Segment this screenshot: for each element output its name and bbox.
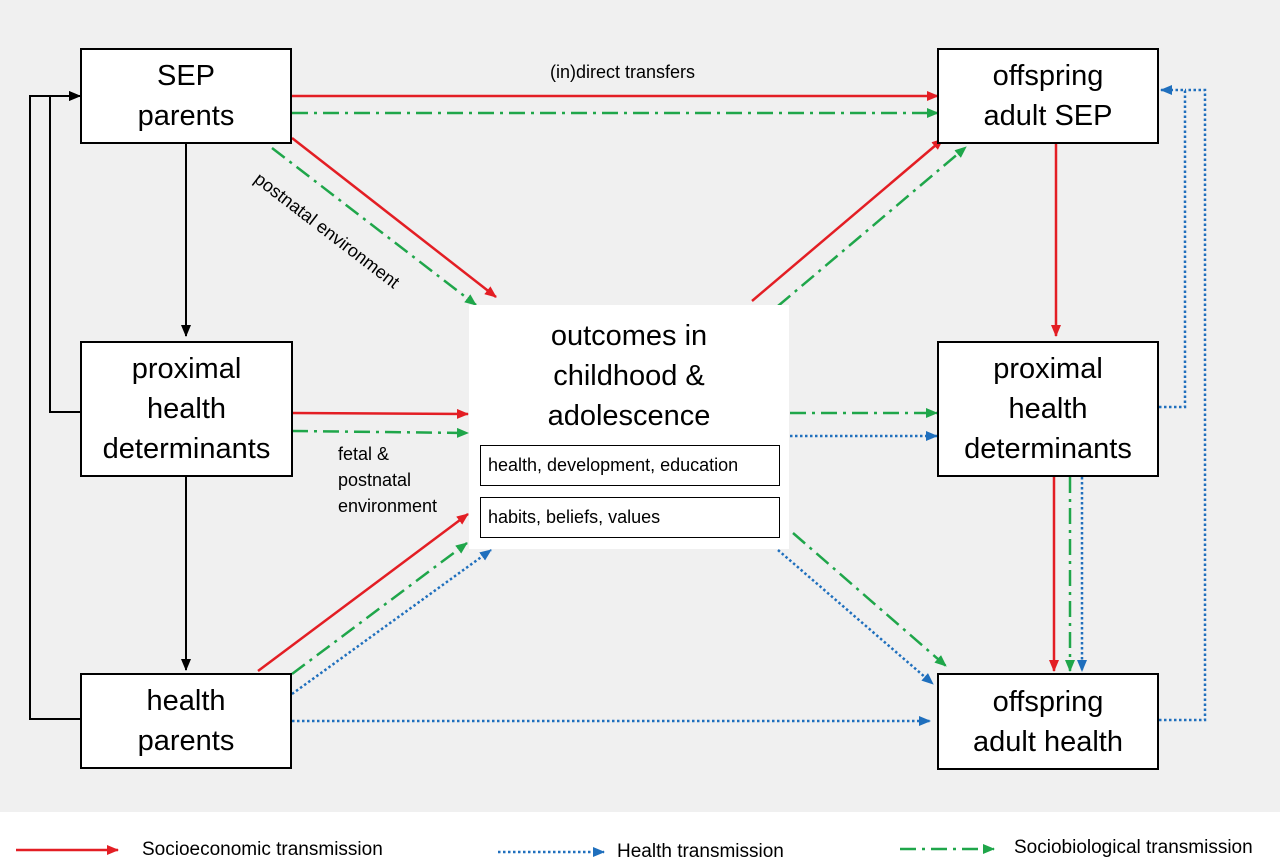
title-line: outcomes in <box>550 320 708 352</box>
arrow-health-feedback <box>29 91 81 720</box>
legend-health: Health transmission <box>617 841 784 862</box>
box-line: health <box>146 393 226 425</box>
legend-sociobiological: Sociobiological transmission <box>1014 837 1253 858</box>
legend-socioeconomic: Socioeconomic transmission <box>142 839 383 860</box>
green-sep-to-outcomes <box>271 147 477 306</box>
arrow-proximal-feedback <box>49 91 81 413</box>
box-line: determinants <box>102 433 271 465</box>
red-proximal-to-outcomes <box>291 408 469 419</box>
box-line: proximal <box>131 353 242 385</box>
subbox-habits-beliefs: habits, beliefs, values <box>480 497 780 538</box>
green-outcomes-to-offspring-health <box>792 532 947 667</box>
red-outcomes-to-offspring-sep <box>751 138 944 302</box>
red-sep-to-outcomes <box>291 137 497 298</box>
box-line: health <box>1008 393 1088 425</box>
green-health-to-outcomes <box>291 541 468 676</box>
box-line: health <box>146 685 226 717</box>
box-line: parents <box>137 100 235 132</box>
green-proximal-to-outcomes <box>291 427 469 438</box>
title-line: childhood & <box>553 360 705 392</box>
box-health-parents: health parents <box>80 673 292 769</box>
blue-proximal-feedback <box>1159 85 1187 409</box>
box-line: adult SEP <box>983 100 1113 132</box>
subbox-health-development: health, development, education <box>480 445 780 486</box>
box-line: SEP <box>156 60 216 92</box>
box-offspring-health: offspring adult health <box>937 673 1159 770</box>
blue-health-to-outcomes <box>291 548 492 696</box>
label-indirect-transfers: (in)direct transfers <box>550 62 696 82</box>
box-line: offspring <box>992 60 1104 92</box>
green-outcomes-to-offspring-sep <box>777 146 967 307</box>
blue-offspring-health-feedback <box>1159 88 1207 722</box>
box-line: parents <box>137 725 235 757</box>
red-health-to-outcomes <box>257 512 469 673</box>
box-line: offspring <box>992 685 1104 718</box>
title-line: adolescence <box>547 400 711 432</box>
box-line: determinants <box>964 433 1132 465</box>
box-sep-parents: SEP parents <box>80 48 292 144</box>
box-outcomes: outcomes in childhood & adolescence heal… <box>469 305 789 549</box>
outcomes-title: outcomes in childhood & adolescence <box>469 316 789 436</box>
box-proximal-offspring: proximal health determinants <box>937 341 1159 477</box>
label-fetal-line: fetal & <box>338 444 390 464</box>
label-fetal-line: environment <box>338 496 438 516</box>
box-line: adult health <box>973 725 1123 758</box>
box-proximal-parents: proximal health determinants <box>80 341 293 477</box>
blue-outcomes-to-offspring-health <box>777 549 934 685</box>
box-line: proximal <box>993 353 1103 385</box>
label-fetal-line: postnatal <box>338 470 412 490</box>
box-offspring-sep: offspring adult SEP <box>937 48 1159 144</box>
